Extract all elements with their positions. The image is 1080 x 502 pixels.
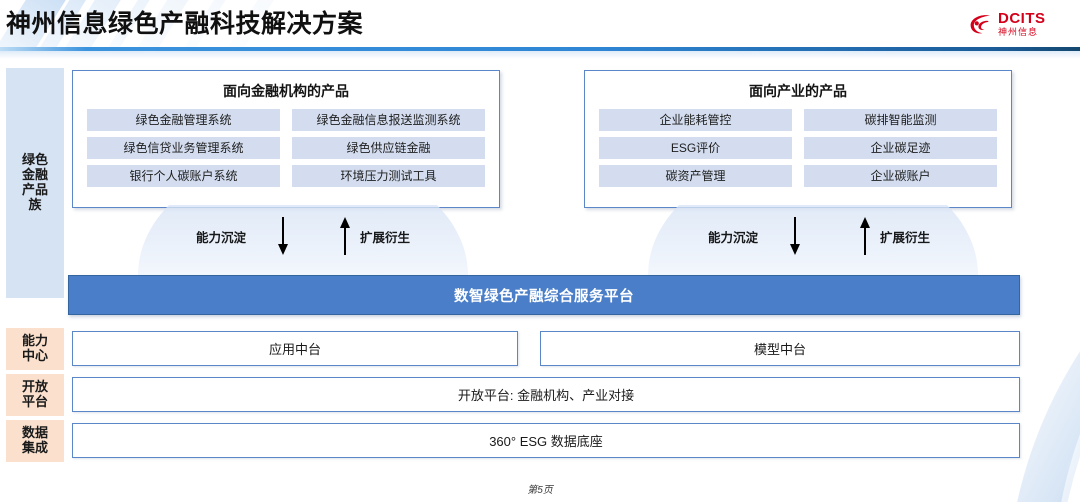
product-chip[interactable]: 绿色供应链金融 [292,137,485,159]
sidebar-label-text: 绿色 金融 产品 族 [21,152,48,212]
panel-product-grid: 绿色金融管理系统 绿色金融信息报送监测系统 绿色信贷业务管理系统 绿色供应链金融… [73,109,499,199]
arrow-down-right-icon [790,217,800,255]
sidebar-label-text: 能力 中心 [21,333,48,363]
panel-industry-products[interactable]: 面向产业的产品 企业能耗管控 碳排智能监测 ESG评价 企业碳足迹 碳资产管理 … [584,70,1012,208]
page-title: 神州信息绿色产融科技解决方案 [6,10,364,38]
panel-product-grid: 企业能耗管控 碳排智能监测 ESG评价 企业碳足迹 碳资产管理 企业碳账户 [585,109,1011,199]
platform-bar-label: 数智绿色产融综合服务平台 [454,288,634,305]
header-rule-shadow [0,51,1080,59]
product-chip[interactable]: 企业能耗管控 [599,109,792,131]
product-chip[interactable]: 碳排智能监测 [804,109,997,131]
layer-box-label: 应用中台 [268,342,321,357]
panel-financial-institution-products[interactable]: 面向金融机构的产品 绿色金融管理系统 绿色金融信息报送监测系统 绿色信贷业务管理… [72,70,500,208]
flow-label-capability-precipitation-left: 能力沉淀 [196,231,247,245]
layer-box-application-middle-platform[interactable]: 应用中台 [72,331,518,366]
logo-english-text: DCITS [998,10,1046,27]
product-chip[interactable]: 绿色金融信息报送监测系统 [292,109,485,131]
product-chip[interactable]: 环境压力测试工具 [292,165,485,187]
header-rule [0,47,1080,51]
panel-title: 面向产业的产品 [749,83,847,99]
arrow-down-left-icon [278,217,288,255]
arrow-up-left-icon [340,217,350,255]
panel-title: 面向金融机构的产品 [223,83,349,99]
product-chip[interactable]: 银行个人碳账户系统 [87,165,280,187]
sidebar-item-capability-center[interactable]: 能力 中心 [6,328,64,370]
hill-decoration-left [138,205,468,275]
sidebar-item-open-platform[interactable]: 开放 平台 [6,374,64,416]
brand-logo: DCITS 神州信息 [968,7,1072,41]
product-chip[interactable]: 绿色金融管理系统 [87,109,280,131]
layer-box-label: 开放平台: 金融机构、产业对接 [457,388,635,403]
layer-box-label: 360° ESG 数据底座 [489,434,603,449]
arrow-up-right-icon [860,217,870,255]
layer-box-data-base[interactable]: 360° ESG 数据底座 [72,423,1020,458]
logo-chinese-text: 神州信息 [998,27,1039,37]
layer-box-open-platform[interactable]: 开放平台: 金融机构、产业对接 [72,377,1020,412]
page-number-footer: 第5页 [527,485,553,496]
sidebar-item-data-integration[interactable]: 数据 集成 [6,420,64,462]
product-chip[interactable]: 碳资产管理 [599,165,792,187]
corner-swoosh-decoration [1017,351,1080,502]
flow-label-capability-precipitation-right: 能力沉淀 [708,231,759,245]
product-chip[interactable]: 企业碳账户 [804,165,997,187]
layer-box-label: 模型中台 [753,342,806,357]
flow-band: 能力沉淀 扩展衍生 能力沉淀 扩展衍生 [0,205,1080,275]
platform-bar[interactable]: 数智绿色产融综合服务平台 [68,275,1020,315]
sidebar-item-green-finance-products[interactable]: 绿色 金融 产品 族 [6,68,64,298]
product-chip[interactable]: 企业碳足迹 [804,137,997,159]
sidebar-label-text: 数据 集成 [21,425,48,455]
layer-box-model-middle-platform[interactable]: 模型中台 [540,331,1020,366]
flow-label-expansion-derivation-left: 扩展衍生 [360,231,411,245]
sidebar-label-text: 开放 平台 [21,379,48,409]
dcits-swoosh-icon [970,15,991,34]
product-chip[interactable]: 绿色信贷业务管理系统 [87,137,280,159]
hill-decoration-right [648,205,978,275]
flow-label-expansion-derivation-right: 扩展衍生 [880,231,931,245]
product-chip[interactable]: ESG评价 [599,137,792,159]
